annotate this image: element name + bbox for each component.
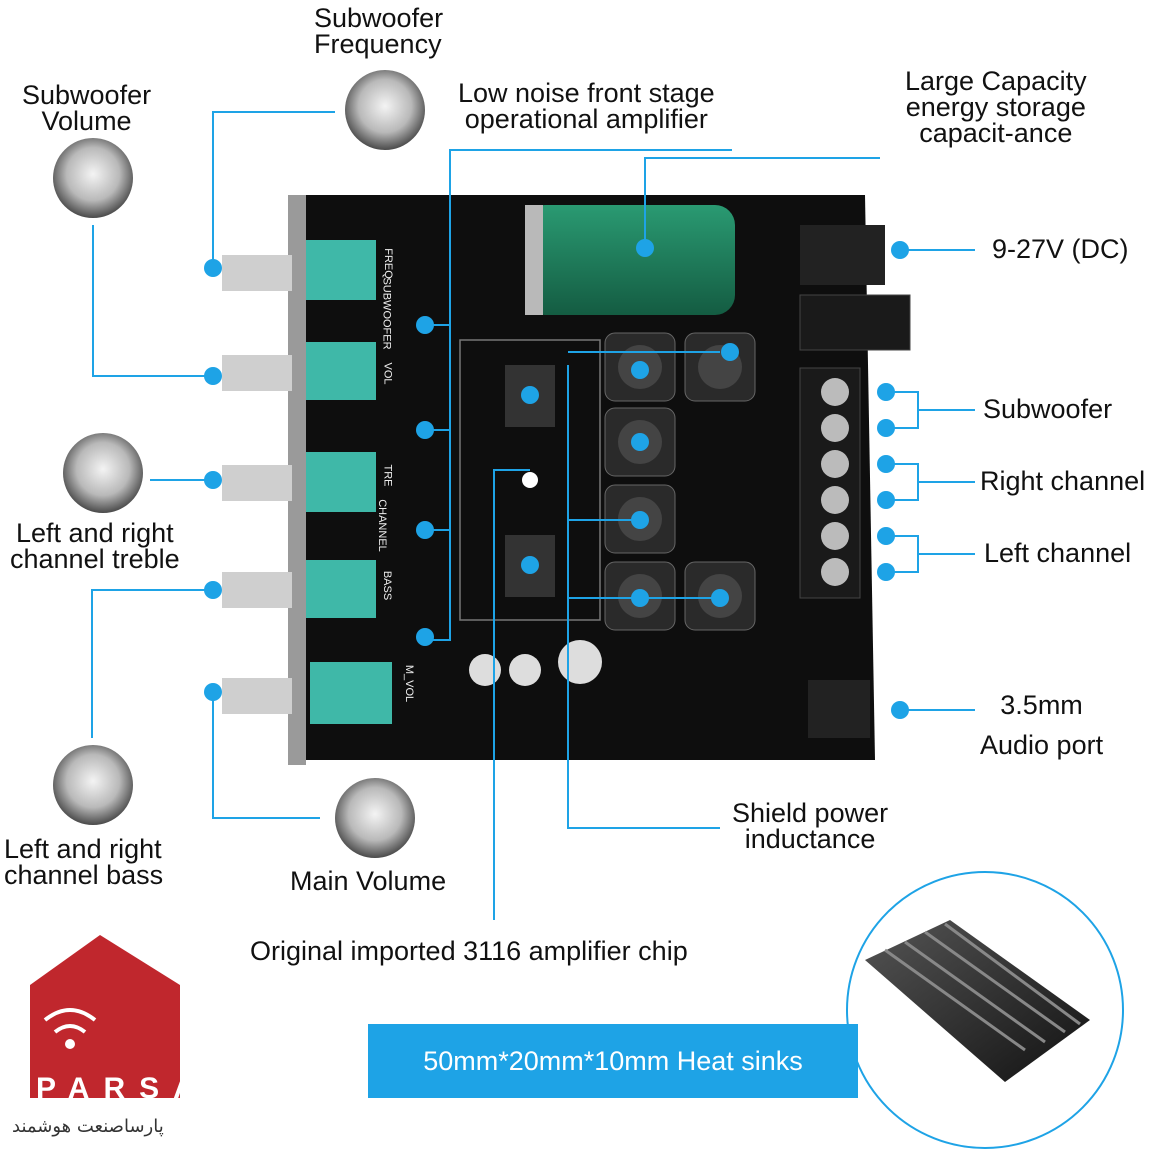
mount-hole <box>522 472 538 488</box>
silk-bass: BASS <box>381 570 394 601</box>
audio-jack <box>808 680 870 738</box>
logo-text: PARSA <box>36 1072 209 1105</box>
small-cap-2 <box>509 654 541 686</box>
label-main-volume: Main Volume <box>290 866 447 896</box>
small-cap-3 <box>558 640 602 684</box>
dc-jack <box>800 225 885 285</box>
knob-icons <box>53 70 425 858</box>
knob-icon-bass <box>53 745 133 825</box>
parsa-logo <box>30 935 180 1098</box>
knob-icon-sub-vol <box>53 138 133 218</box>
silk-freq: FREQ <box>381 248 394 279</box>
logo-persian-text: پارساصنعت هوشمند <box>12 1116 164 1137</box>
label-right-channel: Right channel <box>980 466 1146 496</box>
silk-subwoofer: SUBWOOFER <box>380 277 393 350</box>
heat-sink-banner: 50mm*20mm*10mm Heat sinks <box>368 1024 858 1098</box>
pot-treble <box>222 452 376 512</box>
pot-sub-vol <box>222 342 376 400</box>
heat-sink-inset <box>846 871 1124 1149</box>
silk-tre: TRE <box>381 464 394 487</box>
large-capacitor <box>525 205 735 315</box>
small-cap-1 <box>469 654 501 686</box>
pot-freq <box>222 240 376 300</box>
label-power-input: 9-27V (DC) <box>992 234 1129 264</box>
pot-bass <box>222 560 376 618</box>
knob-icon-main-vol <box>335 778 415 858</box>
knob-icon-freq <box>345 70 425 150</box>
silk-vol: VOL <box>381 362 394 385</box>
knob-icon-treble <box>63 433 143 513</box>
pot-main-vol <box>222 662 392 724</box>
silk-channel: CHANNEL <box>375 499 388 552</box>
silk-m-vol: M_VOL <box>403 664 416 703</box>
speaker-terminal-block <box>799 367 861 599</box>
potentiometer-group <box>222 240 392 724</box>
amp-section-outline <box>459 339 601 621</box>
label-left-channel: Left channel <box>984 538 1132 568</box>
label-amplifier-chip: Original imported 3116 amplifier chip <box>250 936 688 966</box>
front-panel <box>288 195 306 765</box>
label-subwoofer-output: Subwoofer <box>983 394 1113 424</box>
marker-dots <box>204 239 909 719</box>
power-terminal <box>799 294 911 351</box>
